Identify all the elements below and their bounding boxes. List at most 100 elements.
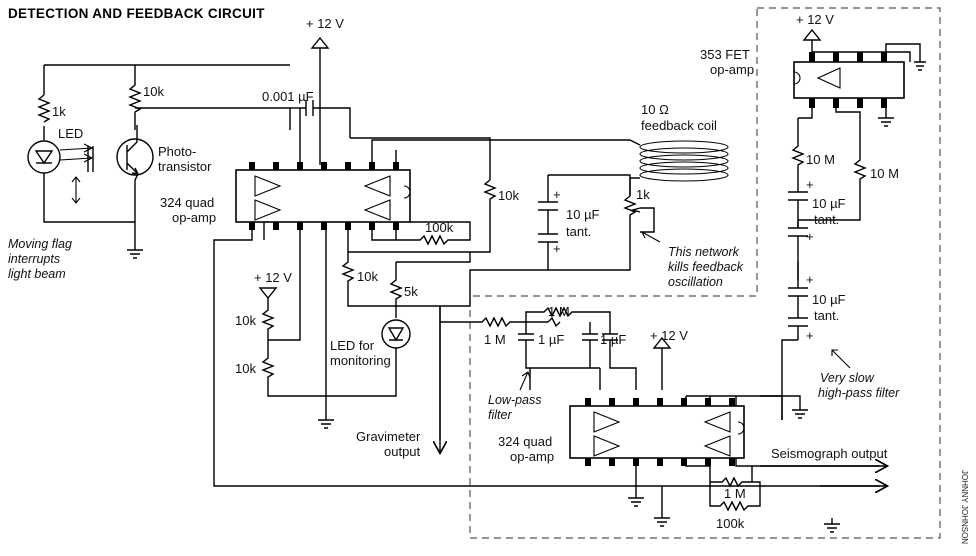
label-cap-tant-b: 10 µF tant. xyxy=(812,196,849,227)
label-quad324-a: 324 quad op-amp xyxy=(160,195,218,225)
quad-opamp-b-body xyxy=(569,405,745,459)
diagram-title: DETECTION AND FEEDBACK CIRCUIT xyxy=(8,6,265,21)
ic-pin-bot xyxy=(881,98,887,108)
label-plus-c1: + xyxy=(806,272,814,287)
monitor-led-symbol xyxy=(381,319,411,349)
ic-pin-bot xyxy=(705,458,711,466)
label-phototransistor: Photo- transistor xyxy=(158,144,212,174)
low-pass-pointer xyxy=(519,371,531,391)
ic-pin-top xyxy=(321,162,327,170)
ground-symbol-mid xyxy=(318,419,334,429)
label-r-1k-led: 1k xyxy=(52,104,66,119)
ic-pin-bot xyxy=(585,458,591,466)
quad-opamp-b xyxy=(569,398,745,466)
label-r-100k: 100k xyxy=(425,220,454,235)
ic-pin-top xyxy=(705,398,711,406)
label-fet: 353 FET op-amp xyxy=(700,47,754,77)
label-r-100k-fb: 100k xyxy=(716,516,745,531)
ic-pin-bot xyxy=(681,458,687,466)
label-plus-a2: + xyxy=(553,241,561,256)
label-moving-flag: Moving flag interrupts light beam xyxy=(8,237,75,281)
optical-sensor-section xyxy=(27,64,291,259)
fet-opamp-body xyxy=(793,61,905,99)
label-cap-tant-a: 10 µF tant. xyxy=(566,207,603,239)
label-low-pass: Low-pass filter xyxy=(488,393,545,422)
ic-pin-top xyxy=(345,162,351,170)
chip-a-wiring xyxy=(213,139,880,487)
label-r-10M-a: 10 M xyxy=(806,152,835,167)
label-r-5k: 5k xyxy=(404,284,418,299)
ic-pin-top xyxy=(249,162,255,170)
label-r-1k-pot: 1k xyxy=(636,187,650,202)
quad-opamp-a-body xyxy=(235,169,411,223)
label-phototransistor-2: transistor xyxy=(158,159,212,174)
chip-b-wiring xyxy=(628,395,880,533)
fet-opamp xyxy=(793,28,926,127)
ic-pin-top xyxy=(633,398,639,406)
ic-pin-top xyxy=(657,398,663,406)
label-plus12-fet: + 12 V xyxy=(796,12,834,27)
ground-symbol xyxy=(127,249,143,259)
ic-pin-bot xyxy=(809,98,815,108)
ic-pin-bot xyxy=(857,98,863,108)
high-pass-pointer xyxy=(831,349,851,369)
ic-pin-top xyxy=(609,398,615,406)
label-r-10k-div1: 10k xyxy=(235,313,256,328)
label-plus12-top: + 12 V xyxy=(306,16,344,31)
oscillation-network xyxy=(440,174,661,307)
ic-pin-bot xyxy=(657,458,663,466)
label-led-monitoring: LED for monitoring xyxy=(330,338,391,368)
high-pass-filter xyxy=(781,118,867,420)
label-quad324-b: 324 quad op-amp xyxy=(498,434,556,464)
ic-pin-top xyxy=(729,398,735,406)
quad-opamp-a xyxy=(235,162,411,230)
moving-flag xyxy=(87,146,94,172)
ic-pin-bot xyxy=(833,98,839,108)
label-network-note: This network kills feedback oscillation xyxy=(668,245,747,289)
supply-arrow-div xyxy=(258,287,278,300)
label-feedback-coil: 10 Ω feedback coil xyxy=(641,102,717,133)
ic-pin-top xyxy=(585,398,591,406)
ic-pin-bot xyxy=(729,458,735,466)
label-r-10M-b: 10 M xyxy=(870,166,899,181)
label-cap-0001: 0.001 µF xyxy=(262,89,314,104)
top-supply-section xyxy=(290,36,491,180)
label-r-1M-lp2: 1 M xyxy=(548,304,570,319)
ic-pin-top xyxy=(273,162,279,170)
label-plus-c2: + xyxy=(806,328,814,343)
ic-pin-top xyxy=(297,162,303,170)
label-r-10k-photo: 10k xyxy=(143,84,164,99)
phototransistor-symbol xyxy=(116,138,154,176)
label-phototransistor-1: Photo- xyxy=(158,144,196,159)
label-cap-tant-c: 10 µF tant. xyxy=(812,292,849,323)
label-r-10k-mid: 10k xyxy=(357,269,378,284)
low-pass-filter xyxy=(440,306,672,390)
label-r-10k-right: 10k xyxy=(498,188,519,203)
flag-motion-arrow xyxy=(71,176,81,204)
ic-pin-bot xyxy=(609,458,615,466)
led-symbol xyxy=(27,140,61,174)
label-r-1M-fb: 1 M xyxy=(724,486,746,501)
illustrator-credit: JOHNNY JOHNSON xyxy=(960,470,969,544)
label-cap-1uF-a: 1 µF xyxy=(538,332,564,347)
label-gravimeter-output: Gravimeter output xyxy=(356,429,424,459)
label-led: LED xyxy=(58,126,83,141)
ic-pin-bot xyxy=(321,222,327,230)
supply-arrow-fet xyxy=(802,28,822,41)
label-seismo-output: Seismograph output xyxy=(771,446,888,461)
fet-filter-enclosure xyxy=(469,7,941,539)
ic-pin-top xyxy=(881,52,887,62)
label-plus-a1: + xyxy=(553,187,561,202)
ic-pin-top xyxy=(681,398,687,406)
ic-pin-top xyxy=(857,52,863,62)
label-very-slow: Very slow high-pass filter xyxy=(818,371,900,400)
label-cap-1uF-b: 1 µF xyxy=(600,332,626,347)
label-r-10k-div2: 10k xyxy=(235,361,256,376)
ic-pin-top xyxy=(833,52,839,62)
ic-pin-top xyxy=(809,52,815,62)
label-r-1M-lp1: 1 M xyxy=(484,332,506,347)
label-plus12-div: + 12 V xyxy=(254,270,292,285)
label-plus-b1: + xyxy=(806,177,814,192)
